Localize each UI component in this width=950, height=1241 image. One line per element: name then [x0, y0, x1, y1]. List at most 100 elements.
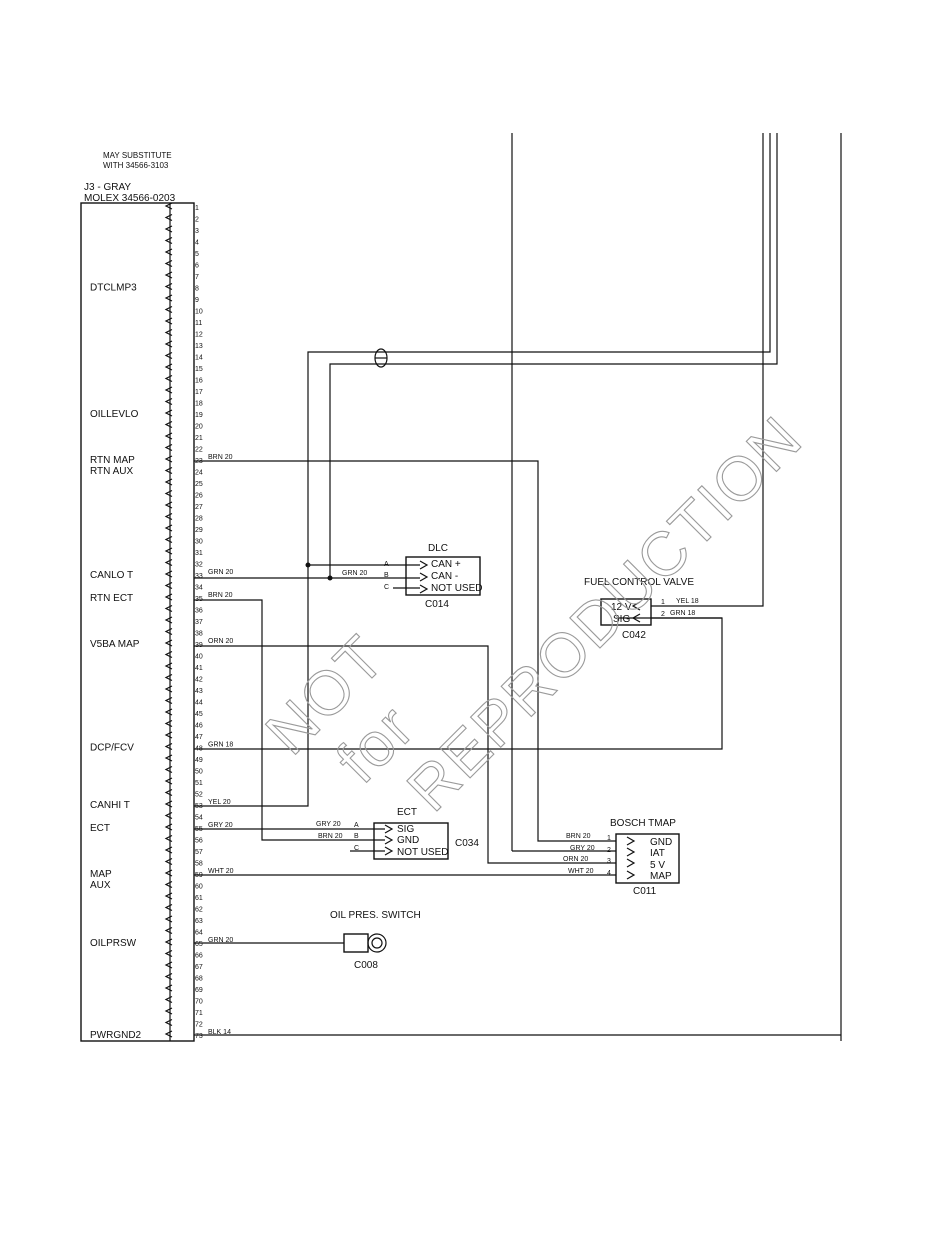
pin-mark	[164, 202, 173, 210]
pin-mark	[164, 616, 173, 624]
pin-number: 24	[195, 470, 203, 477]
pin-number: 30	[195, 539, 203, 546]
pin-number: 10	[195, 309, 203, 316]
pin-mark	[164, 478, 173, 486]
tmap-connector-body	[615, 833, 680, 884]
pin-mark	[164, 363, 173, 371]
pin-mark	[164, 351, 173, 360]
pin-mark	[164, 409, 173, 417]
tmap-wire-1: BRN 20	[566, 833, 591, 840]
watermark-line-3: REPRODUCTION	[395, 403, 816, 824]
pin-mark	[164, 961, 173, 969]
pin-number: 63	[195, 918, 203, 925]
pin-mark	[164, 466, 173, 475]
pin-number: 21	[195, 435, 203, 442]
pin-number: 69	[195, 987, 203, 994]
pin-number: 62	[195, 907, 203, 914]
pin-mark	[164, 949, 173, 958]
pin-number: 47	[195, 734, 203, 741]
pin-mark	[164, 397, 173, 406]
dlc-terminal-can-minus: CAN -	[431, 571, 458, 582]
pin-mark	[164, 547, 173, 555]
pin-number: 11	[195, 320, 202, 327]
pin-number: 71	[195, 1010, 203, 1017]
pin-number: 29	[195, 527, 203, 534]
circuit-label-canhi-t: CANHI T	[90, 800, 130, 811]
wire-label: GRN 20	[208, 937, 233, 944]
pin-mark	[164, 696, 173, 705]
ect-wire-brn: BRN 20	[318, 833, 343, 840]
tmap-terminal-5v: 5 V	[650, 860, 665, 871]
pin-number: 33	[195, 573, 203, 580]
pin-mark	[164, 259, 173, 268]
pin-mark	[164, 811, 173, 820]
pin-number: 64	[195, 930, 203, 937]
pin-number: 20	[195, 424, 203, 431]
pin-number: 70	[195, 999, 203, 1006]
fcv-pin-2: 2	[661, 611, 665, 618]
pin-mark	[164, 857, 173, 866]
pin-mark	[164, 305, 173, 314]
pin-mark	[164, 294, 173, 302]
ect-pin-a: A	[354, 822, 359, 829]
pin-number: 52	[195, 792, 203, 799]
pin-mark	[164, 834, 173, 843]
pin-number: 22	[195, 447, 203, 454]
fcv-wire-yel: YEL 18	[676, 598, 699, 605]
pin-mark	[164, 570, 173, 578]
pin-number: 73	[195, 1033, 203, 1040]
pin-mark	[164, 650, 173, 659]
pin-mark	[164, 777, 173, 785]
fcv-connector-id: C042	[622, 630, 646, 641]
pin-number: 40	[195, 654, 203, 661]
pin-mark	[164, 627, 173, 636]
ect-terminal-gnd: GND	[397, 835, 419, 846]
fcv-title: FUEL CONTROL VALVE	[584, 577, 694, 588]
pin-mark	[164, 869, 173, 877]
fcv-wire-grn: GRN 18	[670, 610, 695, 617]
circuit-label-dcp-fcv: DCP/FCV	[90, 743, 134, 754]
pin-number: 31	[195, 550, 203, 557]
pin-number: 67	[195, 964, 203, 971]
dlc-wire-label: GRN 20	[342, 570, 367, 577]
oil-switch-sensor-inner	[371, 937, 383, 949]
pin-mark	[164, 236, 173, 245]
tmap-pin-1: 1	[607, 835, 611, 842]
pin-mark	[164, 938, 173, 946]
pin-number: 58	[195, 861, 203, 868]
pin-mark	[164, 374, 173, 383]
connector-part-number: MOLEX 34566-0203	[84, 193, 176, 204]
dlc-pin-b: B	[384, 572, 389, 579]
j3-connector	[80, 202, 195, 1042]
pin-number: 51	[195, 780, 203, 787]
pin-number: 14	[195, 355, 203, 362]
pin-number: 4	[195, 240, 199, 247]
pin-mark	[164, 317, 173, 325]
pin-mark	[164, 892, 173, 900]
pin-mark	[164, 765, 173, 774]
pin-number: 1	[195, 205, 199, 212]
wire-rtn-map	[194, 460, 616, 842]
tmap-wire-4: WHT 20	[568, 868, 594, 875]
tmap-terminal-marks	[626, 836, 636, 880]
wire-label: BRN 20	[208, 592, 233, 599]
pin-mark	[164, 524, 173, 532]
pin-mark	[164, 1007, 173, 1015]
pin-mark	[164, 972, 173, 981]
pin-mark	[164, 731, 173, 739]
ect-connector: ECT GRY 20 BRN 20 A B C SIG GND NOT USED…	[316, 807, 479, 860]
pin-number: 56	[195, 838, 203, 845]
tmap-wire-2: GRY 20	[570, 845, 595, 852]
pin-number: 6	[195, 263, 199, 270]
tmap-connector-id: C011	[633, 886, 657, 897]
pin-number: 16	[195, 378, 203, 385]
pin-mark	[164, 225, 173, 233]
pin-mark	[164, 501, 173, 509]
fcv-terminal-sig: SIG	[613, 614, 630, 625]
pin-mark	[164, 248, 173, 256]
ect-wire-gry: GRY 20	[316, 821, 341, 828]
tmap-terminal-gnd: GND	[650, 837, 672, 848]
pin-mark	[164, 984, 173, 992]
dlc-terminal-not-used: NOT USED	[431, 583, 483, 594]
circuit-label-oilprsw: OILPRSW	[90, 938, 137, 949]
